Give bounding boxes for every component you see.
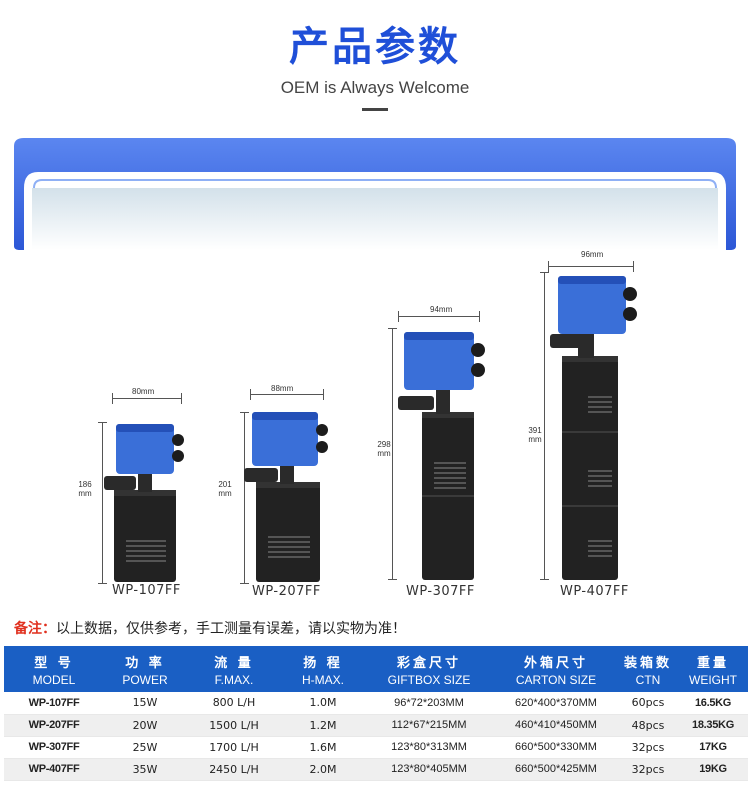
height-dimension [240, 412, 250, 584]
disclaimer-note: 备注：以上数据，仅供参考，手工测量有误差，请以实物为准！ [14, 618, 406, 638]
model-label: WP-207FF [252, 584, 321, 599]
width-dimension [250, 384, 324, 400]
width-label: 88mm [271, 384, 294, 393]
table-row: WP-207FF 20W 1500 L/H 1.2M 112*67*215MM … [4, 714, 748, 737]
page-title: 产品参数 [289, 24, 461, 70]
height-label: 391 mm [528, 426, 542, 444]
aquarium-tank-graphic [14, 138, 736, 250]
height-dimension [98, 422, 108, 584]
table-row: WP-307FF 25W 1700 L/H 1.6M 123*80*313MM … [4, 736, 748, 759]
model-label: WP-307FF [406, 584, 475, 599]
height-label: 201 mm [218, 480, 232, 498]
model-label: WP-107FF [112, 583, 181, 598]
table-row: WP-407FF 35W 2450 L/H 2.0M 123*80*405MM … [4, 758, 748, 781]
width-dimension [548, 256, 634, 272]
title-divider [362, 108, 388, 111]
height-label: 298 mm [377, 440, 391, 458]
page-subtitle: OEM is Always Welcome [280, 78, 470, 97]
pump-image [104, 424, 184, 582]
pump-image [398, 332, 485, 580]
width-label: 80mm [132, 387, 155, 396]
pump-image [550, 276, 637, 580]
height-dimension [540, 272, 550, 580]
height-label: 186 mm [78, 480, 92, 498]
width-label: 94mm [430, 305, 453, 314]
width-dimension [398, 306, 480, 322]
width-dimension [112, 388, 182, 404]
note-text: 以上数据，仅供参考，手工测量有误差，请以实物为准！ [56, 621, 406, 637]
width-label: 96mm [581, 250, 604, 259]
height-dimension [388, 328, 398, 580]
pump-image [244, 412, 328, 582]
model-label: WP-407FF [560, 584, 629, 599]
note-label: 备注： [14, 621, 56, 637]
table-row: WP-107FF 15W 800 L/H 1.0M 96*72*203MM 62… [4, 692, 748, 715]
